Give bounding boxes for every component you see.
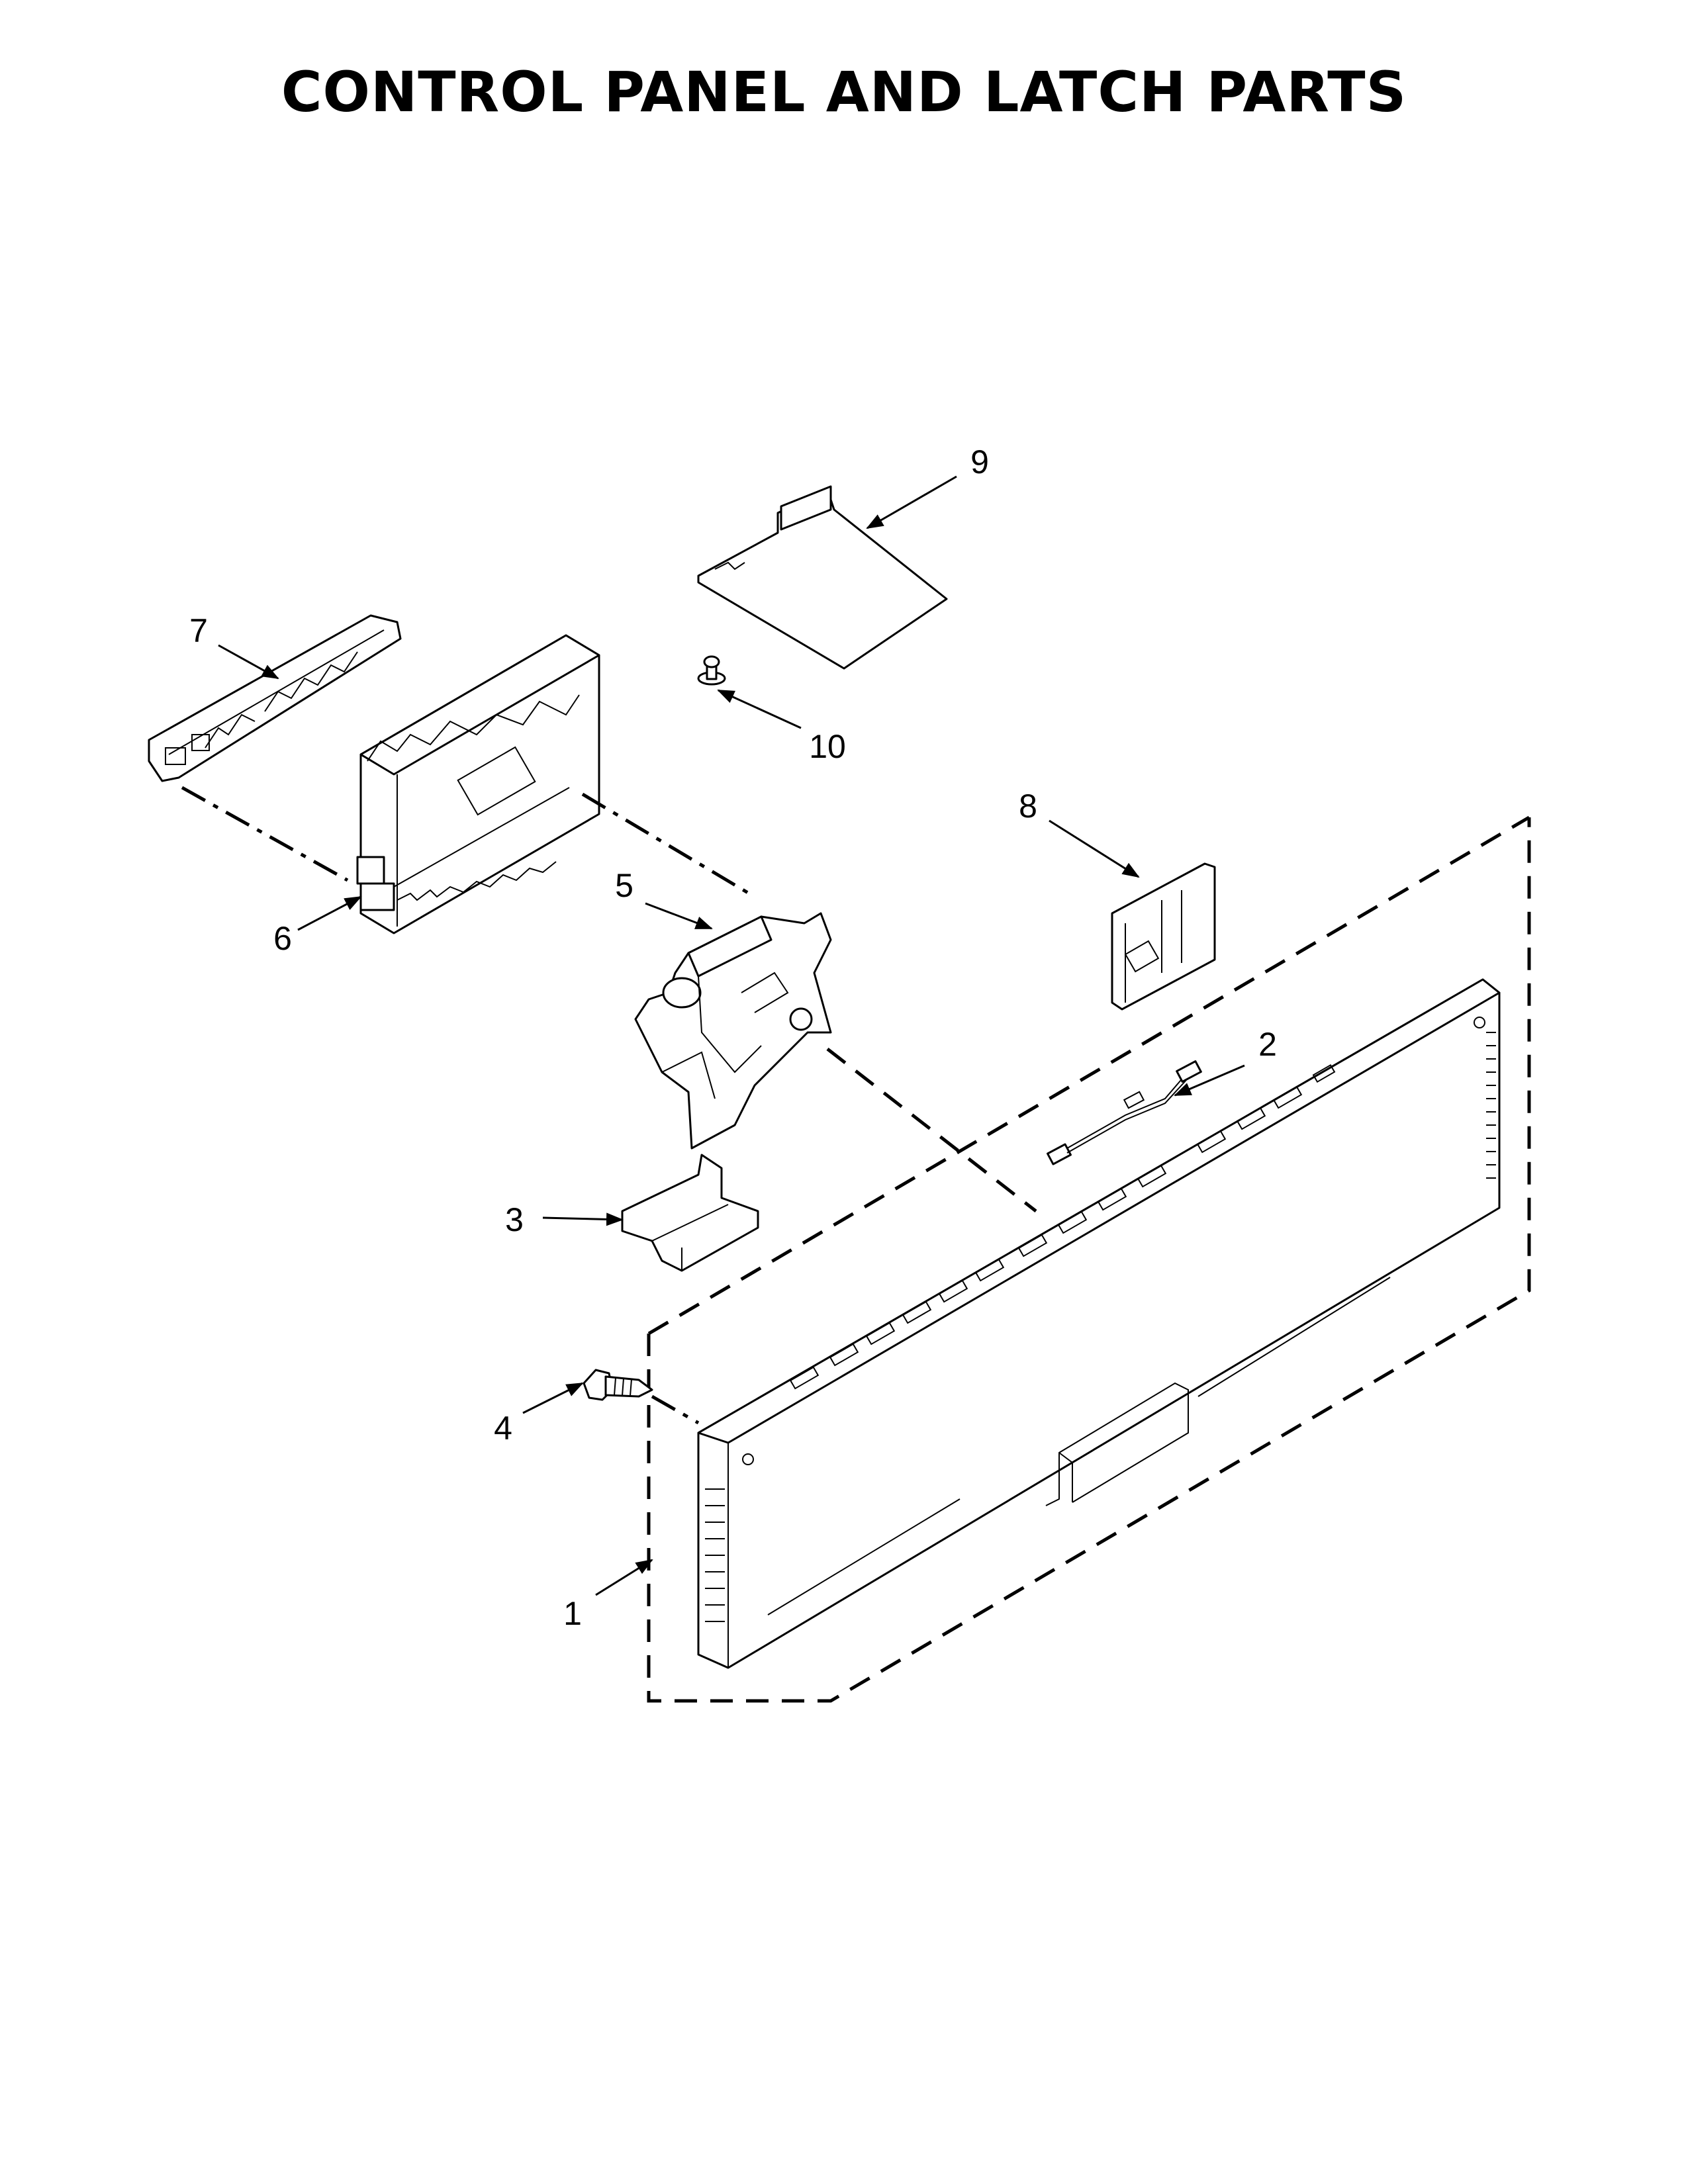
callout-6: 6 (273, 920, 292, 957)
callout-7: 7 (189, 612, 208, 649)
callout-1: 1 (563, 1595, 582, 1632)
callout-9: 9 (970, 443, 989, 480)
callout-10: 10 (809, 728, 846, 765)
part-5-latch (634, 912, 832, 1150)
part-6-control-housing (356, 634, 600, 934)
part-1-control-panel (697, 978, 1501, 1669)
assembly-lines (181, 786, 1037, 1425)
part-8-bracket (1111, 862, 1216, 1011)
callout-8: 8 (1019, 788, 1037, 825)
callout-4: 4 (494, 1410, 512, 1447)
part-10-pin (697, 655, 726, 686)
panel-group-outline (647, 815, 1531, 1703)
panel-button-row (789, 1064, 1336, 1390)
callout-labels: 9 10 7 6 5 8 2 3 4 1 (189, 443, 1277, 1632)
page-title: CONTROL PANEL AND LATCH PARTS (281, 60, 1407, 124)
callout-3: 3 (505, 1201, 524, 1238)
part-3-bracket (621, 1154, 759, 1272)
callout-2: 2 (1258, 1026, 1277, 1063)
panel-vent-slots (705, 1032, 1496, 1622)
leader-arrows (218, 475, 1245, 1596)
callout-5: 5 (615, 867, 633, 904)
part-9-shield (697, 485, 948, 670)
part-4-screw (583, 1369, 653, 1401)
part-2-wire-harness (1047, 1060, 1202, 1165)
part-7-rail (148, 614, 402, 782)
